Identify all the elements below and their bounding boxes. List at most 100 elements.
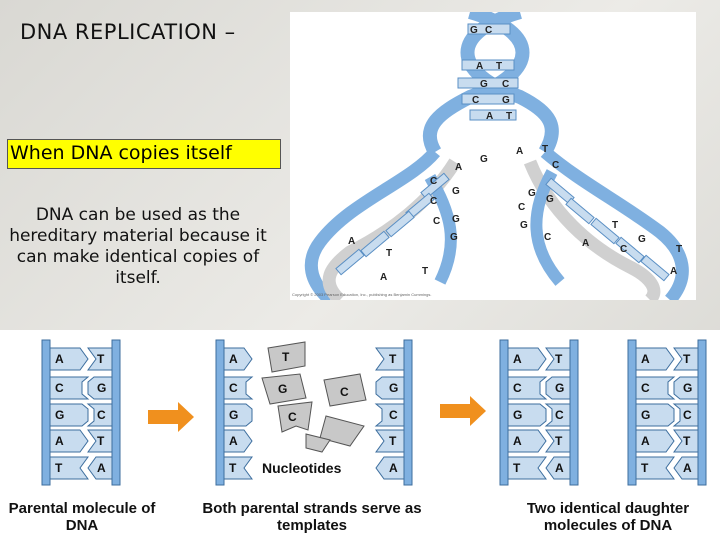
daughter2-left-strand-backbone <box>627 339 637 486</box>
daughter1-right-strand-label-1: G <box>555 381 564 395</box>
top-pair-0-right: C <box>485 25 492 36</box>
daughter2-right-strand-label-0: T <box>683 352 691 366</box>
daughter1-right-strand-label-3: T <box>555 434 563 448</box>
arm-rungs <box>335 172 670 282</box>
right-base-0: A <box>516 146 523 157</box>
left-base-4: C <box>430 196 437 207</box>
template-left-strand-label-4: T <box>229 461 237 475</box>
daughter2-left-strand-label-0: A <box>641 352 650 366</box>
left-base-3: G <box>452 186 460 197</box>
template-right-strand-base-4 <box>375 456 405 480</box>
daughter2-left-strand-label-3: A <box>641 434 650 448</box>
top-rungs <box>457 23 519 121</box>
left-base-1: G <box>480 154 488 165</box>
top-pair-4-right: T <box>506 111 512 122</box>
daughter1-right-strand-label-2: C <box>555 408 564 422</box>
template-right-strand-label-3: T <box>389 434 397 448</box>
template-left-strand-base-4 <box>223 456 253 480</box>
parental-left-strand-base-0 <box>49 347 89 371</box>
top-pair-0-left: G <box>470 25 478 36</box>
daughter2-right-strand-base-2 <box>672 403 699 427</box>
right-arm-blue <box>540 147 689 300</box>
top-pair-3-right: G <box>502 95 510 106</box>
left-arm-blue <box>304 147 440 300</box>
left-base-11: T <box>422 266 428 277</box>
nucleotides-label: Nucleotides <box>262 460 342 476</box>
daughter1-left-strand-label-0: A <box>513 352 522 366</box>
daughter1-right-strand-base-0 <box>545 347 571 371</box>
parental-left-strand-label-1: C <box>55 381 64 395</box>
parental-right-strand-base-0 <box>87 347 113 371</box>
left-arm-labels: A G C G C G C G A T A T <box>348 154 488 283</box>
template-right-strand-label-0: T <box>389 352 397 366</box>
parental-right-strand-label-4: A <box>97 461 106 475</box>
right-base-12: A <box>670 266 677 277</box>
daughter1-left-strand-label-2: G <box>513 408 522 422</box>
copyright-notice: Copyright © 2003 Pearson Education, Inc.… <box>292 292 432 297</box>
daughter2-left-strand-base-4 <box>635 456 675 480</box>
parental-right-strand-label-0: T <box>97 352 105 366</box>
free-base-2: C <box>340 385 349 399</box>
highlight-heading: When DNA copies itself <box>7 139 281 169</box>
right-base-5: G <box>546 194 554 205</box>
template-right-strand-base-1 <box>375 376 405 400</box>
daughter1-left-strand-base-1 <box>507 376 548 400</box>
template-right-strand-base-2 <box>374 403 405 427</box>
parental-left-strand-label-4: T <box>55 461 63 475</box>
slide-title: DNA REPLICATION – <box>20 20 236 44</box>
left-base-0: A <box>455 162 462 173</box>
right-base-8: A <box>582 238 589 249</box>
daughter1-left-strand-label-4: T <box>513 461 521 475</box>
parental-right-strand-base-3 <box>87 429 113 453</box>
parental-left-strand-label-0: A <box>55 352 64 366</box>
parental-left-strand-label-3: A <box>55 434 64 448</box>
caption-daughters: Two identical daughter molecules of DNA <box>526 500 690 534</box>
daughter2-right-strand-label-4: A <box>683 461 692 475</box>
parental-right-strand-base-4 <box>87 456 113 480</box>
daughter2-right-strand-base-4 <box>673 456 699 480</box>
template-left-strand-label-3: A <box>229 434 238 448</box>
daughter2-right-strand-label-3: T <box>683 434 691 448</box>
daughter1-right-strand-base-3 <box>545 429 571 453</box>
parental-right-strand-base-2 <box>86 403 113 427</box>
top-pair-4-left: A <box>486 111 493 122</box>
daughter1-left-strand-base-3 <box>507 429 547 453</box>
template-right-strand-label-2: C <box>389 408 398 422</box>
template-left-strand-label-0: A <box>229 352 238 366</box>
daughter1-left-strand-base-4 <box>507 456 547 480</box>
parental-right-strand-base-1 <box>87 376 113 400</box>
body-text: DNA can be used as the hereditary materi… <box>9 205 267 288</box>
daughter1-left-strand-base-0 <box>507 347 547 371</box>
free-nucleotides: T G C C <box>261 341 367 453</box>
daughter1-right-strand-backbone <box>569 339 579 486</box>
daughter2-left-strand-label-1: C <box>641 381 650 395</box>
free-base-1: G <box>278 382 287 396</box>
template-left-strand-base-0 <box>223 347 253 371</box>
right-base-6: G <box>520 220 528 231</box>
daughter2-right-strand-backbone <box>697 339 707 486</box>
parental-left-strand-base-2 <box>49 403 89 427</box>
process-arrow-2 <box>440 396 486 426</box>
process-arrow-1 <box>148 402 194 432</box>
daughter2-left-strand-label-4: T <box>641 461 649 475</box>
daughter2-left-strand-label-2: G <box>641 408 650 422</box>
template-right-strand-base-3 <box>375 429 405 453</box>
template-left-strand-base-2 <box>223 403 253 427</box>
daughter2-left-strand-base-0 <box>635 347 675 371</box>
parental-left-strand-base-3 <box>49 429 89 453</box>
right-base-1: T <box>542 144 548 155</box>
top-pair-3-left: C <box>472 95 479 106</box>
top-pair-2-right: C <box>502 79 509 90</box>
daughter2-left-strand-base-2 <box>635 403 675 427</box>
top-pair-2-left: G <box>480 79 488 90</box>
parental-left-strand-base-1 <box>49 376 90 400</box>
right-arm-labels: A T C G C G G C A T C G A T <box>516 144 682 277</box>
